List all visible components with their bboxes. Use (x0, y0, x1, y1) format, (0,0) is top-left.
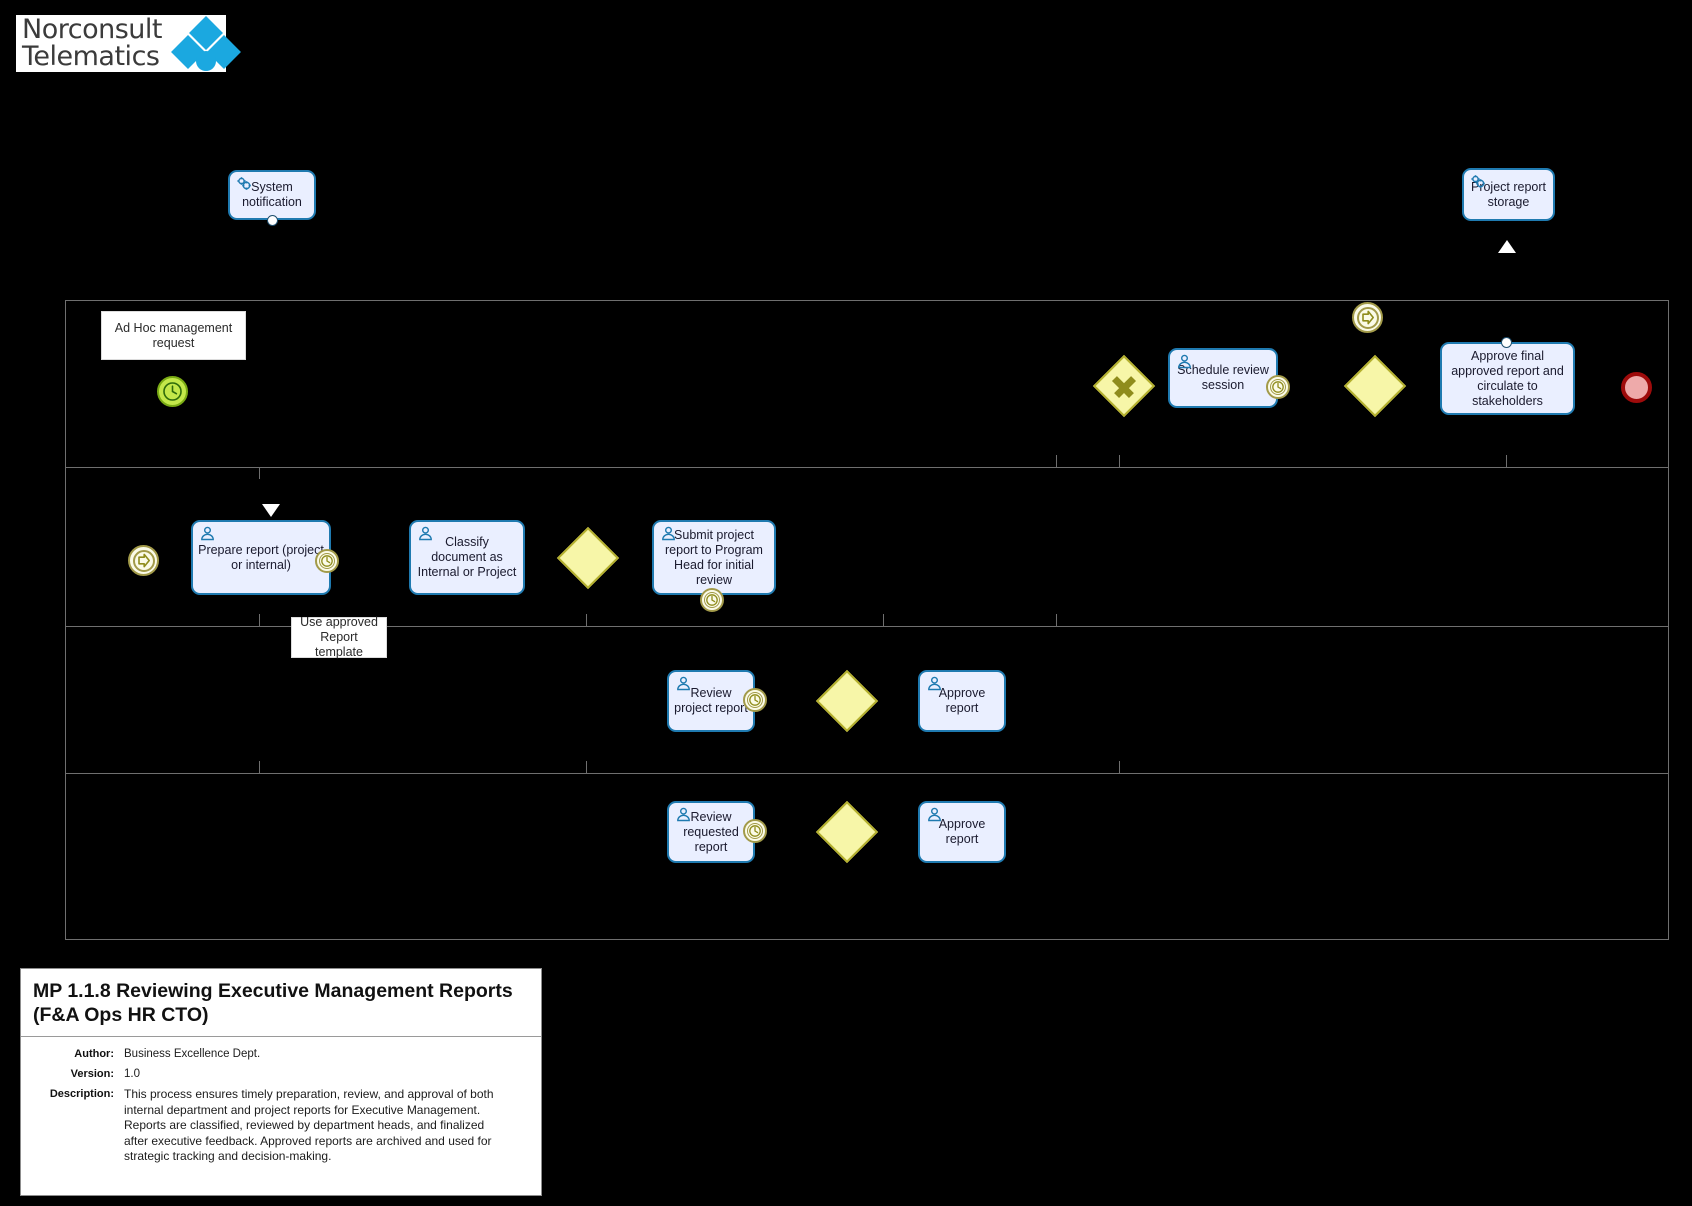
approve-report-lane3-label: Approve report (938, 686, 986, 715)
lane-tick-4 (586, 614, 587, 626)
version-value: 1.0 (124, 1068, 140, 1080)
schedule-review-session-task[interactable]: Schedule review session (1168, 348, 1278, 408)
report-template-annotation: Use approved Report template (291, 615, 387, 659)
project-report-storage-arrow-icon (1498, 240, 1516, 253)
info-panel-body: Author: Business Excellence Dept. Versio… (21, 1037, 541, 1165)
logo-line-2: Telematics (22, 41, 160, 72)
review-requested-report-timer-icon[interactable] (743, 819, 767, 843)
ad-hoc-request-annotation: Ad Hoc management request (101, 311, 246, 360)
review-project-report-timer-icon[interactable] (743, 688, 767, 712)
author-row: Author: Business Excellence Dept. (29, 1047, 533, 1062)
lane-tick-6 (883, 614, 884, 626)
approve-final-report-label: Approve final approved report and circul… (1451, 348, 1564, 408)
author-label: Author: (74, 1048, 114, 1060)
description-label: Description: (49, 1088, 114, 1100)
classify-document-task[interactable]: Classify document as Internal or Project (409, 520, 525, 595)
lane-tick-11 (1506, 455, 1507, 467)
lane-tick-3 (259, 761, 260, 773)
submit-project-report-task[interactable]: Submit project report to Program Head fo… (652, 520, 776, 595)
start-timer-event[interactable] (157, 376, 188, 407)
version-label: Version: (70, 1068, 114, 1080)
gears-icon (236, 176, 253, 192)
lane-separator-1 (66, 467, 1668, 468)
page-title: MP 1.1.8 Reviewing Executive Management … (21, 969, 541, 1037)
ad-hoc-request-label: Ad Hoc management request (114, 320, 233, 350)
process-info-panel: MP 1.1.8 Reviewing Executive Management … (20, 968, 542, 1196)
schedule-review-session-timer-icon[interactable] (1266, 375, 1290, 399)
lane-separator-2 (66, 626, 1668, 627)
approve-report-lane4-task[interactable]: Approve report (918, 801, 1006, 863)
logo-circle-icon (196, 51, 216, 71)
lane-tick-7 (1056, 455, 1057, 467)
schedule-review-session-label: Schedule review session (1177, 363, 1269, 392)
project-report-storage-task[interactable]: Project report storage (1462, 168, 1555, 221)
project-report-storage-label: Project report storage (1470, 179, 1547, 209)
lane-tick-10 (1119, 761, 1120, 773)
system-notification-connector-dot (267, 215, 278, 226)
user-task-icon (199, 526, 216, 542)
review-requested-report-label: Review requested report (683, 809, 739, 854)
review-project-report-label: Review project report (674, 686, 748, 715)
approve-final-report-connector-dot (1501, 337, 1512, 348)
lane-tick-9 (1119, 455, 1120, 467)
user-task-icon (1176, 354, 1193, 370)
prepare-report-task[interactable]: Prepare report (project or internal) (191, 520, 331, 595)
lane-tick-2 (259, 614, 260, 626)
logo-line-1: Norconsult (22, 14, 162, 45)
user-task-icon (660, 526, 677, 542)
review-project-report-task[interactable]: Review project report (667, 670, 755, 732)
version-row: Version: 1.0 (29, 1067, 533, 1082)
author-value: Business Excellence Dept. (124, 1048, 261, 1060)
classify-document-label: Classify document as Internal or Project (417, 535, 517, 579)
intermediate-signal-event-lane1[interactable] (1352, 302, 1383, 333)
user-task-icon (926, 807, 943, 823)
approve-report-lane3-task[interactable]: Approve report (918, 670, 1006, 732)
user-task-icon (675, 807, 692, 823)
end-event[interactable] (1621, 372, 1652, 403)
user-task-icon (417, 526, 434, 542)
submit-project-report-timer-icon[interactable] (700, 588, 724, 612)
approve-final-report-task[interactable]: Approve final approved report and circul… (1440, 342, 1575, 415)
description-value: This process ensures timely preparation,… (124, 1087, 494, 1163)
submit-project-report-label: Submit project report to Program Head fo… (665, 527, 763, 587)
company-logo: Norconsult Telematics (16, 15, 241, 72)
intermediate-signal-event-lane2[interactable] (128, 545, 159, 576)
user-task-icon (926, 676, 943, 692)
user-task-icon (675, 676, 692, 692)
report-template-label: Use approved Report template (300, 615, 378, 659)
prepare-report-timer-icon[interactable] (315, 549, 339, 573)
lane-separator-3 (66, 773, 1668, 774)
lane-tick-5 (586, 761, 587, 773)
process-pool (65, 300, 1669, 940)
system-notification-task[interactable]: System notification (228, 170, 316, 220)
lane-tick-8 (1056, 614, 1057, 626)
system-notification-label: System notification (242, 180, 302, 209)
description-row: Description: This process ensures timely… (29, 1087, 533, 1165)
gears-icon (1470, 174, 1487, 190)
lane-tick-1 (259, 467, 260, 479)
prepare-report-label: Prepare report (project or internal) (198, 542, 324, 572)
logo-text: Norconsult Telematics (22, 16, 162, 70)
review-requested-report-task[interactable]: Review requested report (667, 801, 755, 863)
approve-report-lane4-label: Approve report (938, 817, 986, 846)
prepare-report-incoming-arrow-icon (262, 504, 280, 517)
